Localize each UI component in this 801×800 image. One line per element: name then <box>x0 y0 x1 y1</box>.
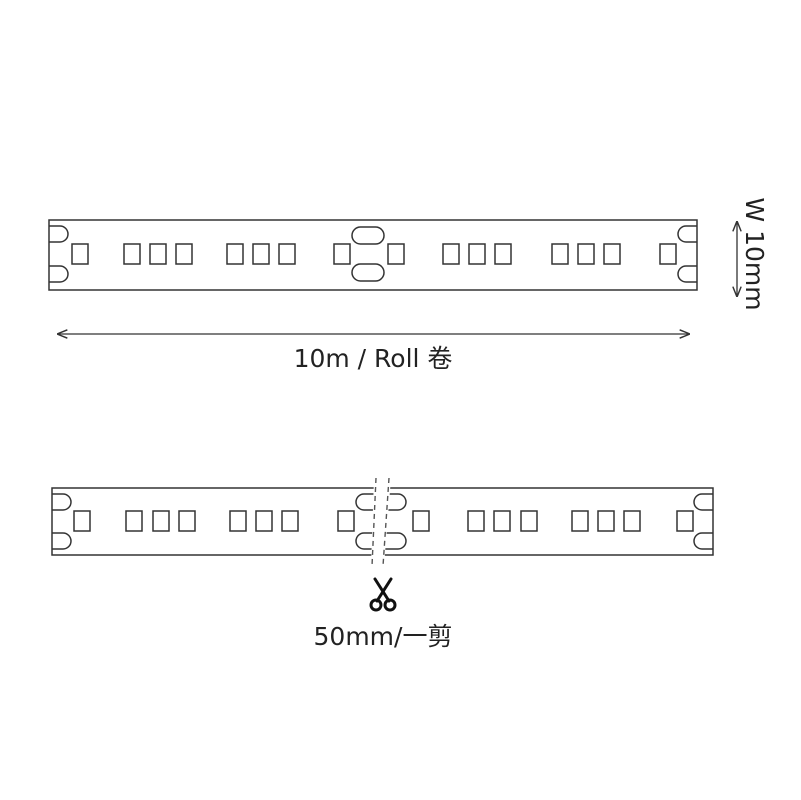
solder-pad <box>351 226 385 245</box>
solder-pad <box>693 493 713 511</box>
led-chip <box>577 243 595 265</box>
led-chip <box>494 243 512 265</box>
led-chip <box>468 243 486 265</box>
led-chip <box>281 510 299 532</box>
length-label: 10m / Roll 卷 <box>294 344 453 373</box>
scissors-icon <box>369 577 397 612</box>
led-chip <box>597 510 615 532</box>
solder-pad <box>693 532 713 550</box>
led-chip <box>175 243 193 265</box>
led-chip <box>623 510 641 532</box>
solder-pad <box>49 265 69 283</box>
led-chip <box>149 243 167 265</box>
solder-pad <box>677 225 697 243</box>
led-chip <box>278 243 296 265</box>
led-chip <box>442 243 460 265</box>
solder-pad <box>351 263 385 282</box>
cut-line <box>371 477 391 567</box>
led-chip <box>412 510 430 532</box>
led-chip <box>252 243 270 265</box>
led-chip <box>467 510 485 532</box>
led-chip <box>123 243 141 265</box>
width-label: W 10mm <box>740 197 769 310</box>
led-chip <box>125 510 143 532</box>
led-chip <box>73 510 91 532</box>
led-chip <box>337 510 355 532</box>
solder-pad <box>52 532 72 550</box>
led-chip <box>571 510 589 532</box>
solder-pad <box>49 225 69 243</box>
led-chip <box>387 243 405 265</box>
led-chip <box>226 243 244 265</box>
solder-pad <box>52 493 72 511</box>
led-chip <box>178 510 196 532</box>
led-chip <box>152 510 170 532</box>
led-chip <box>229 510 247 532</box>
led-chip <box>255 510 273 532</box>
led-chip <box>551 243 569 265</box>
led-chip <box>493 510 511 532</box>
led-strip-full-roll <box>48 219 698 291</box>
strip-body <box>48 219 698 291</box>
led-chip <box>676 510 694 532</box>
led-chip <box>520 510 538 532</box>
cut-interval-label: 50mm/一剪 <box>314 622 453 651</box>
led-chip <box>603 243 621 265</box>
led-chip <box>659 243 677 265</box>
solder-pad <box>677 265 697 283</box>
led-chip <box>71 243 89 265</box>
led-chip <box>333 243 351 265</box>
